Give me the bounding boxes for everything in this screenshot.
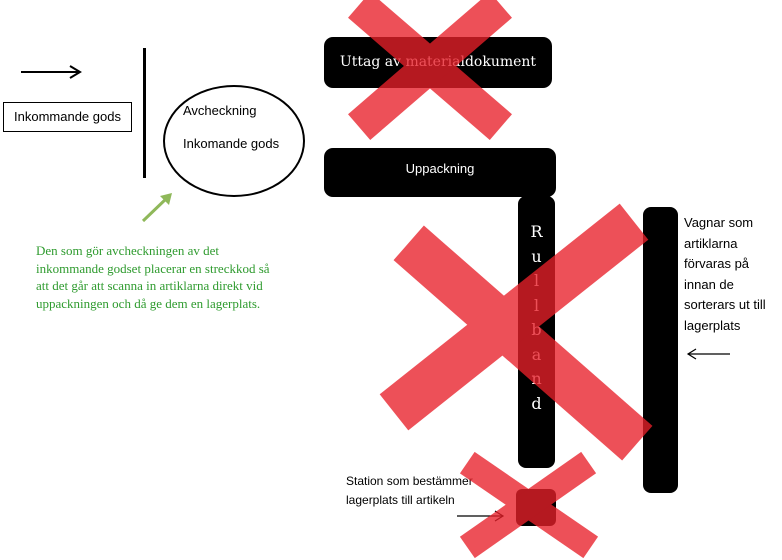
uppackning-label: Uppackning [405,161,475,176]
cross-mark-icon [379,203,653,461]
checking-label: Avcheckning [183,103,257,118]
conveyor-letter: R [530,222,543,241]
conveyor-letter: b [531,320,542,339]
incoming-goods-label: Inkomande gods [183,136,280,151]
station-description: Station som bestämmer lagerplats till ar… [346,474,473,507]
conveyor-letter: l [533,295,540,315]
conveyor-belt: R u l l b a n d [518,196,555,468]
conveyor-letter: a [531,344,542,364]
carts-description: Vagnar som artiklarna förvaras på innan … [684,215,766,333]
station-arrow-icon [457,510,505,522]
conveyor-letter: u [531,246,542,266]
barcode-note: Den som gör avcheckningen av det inkomma… [36,243,270,311]
inbound-goods-label: Inkommande gods [14,109,121,124]
conveyor-letter: l [533,271,540,290]
carts-bar [643,207,678,493]
uttag-block: Uttag av materialdokument [324,37,552,88]
note-arrow-icon [141,193,172,223]
conveyor-letter: n [531,369,542,388]
receiving-divider [143,48,146,178]
inbound-goods-box: Inkommande gods [3,102,132,132]
inbound-arrow-icon [21,65,82,79]
carts-arrow-icon [686,348,730,360]
conveyor-letter: d [531,393,542,413]
checking-circle [163,85,305,197]
uttag-label: Uttag av materialdokument [339,54,537,70]
uppackning-block: Uppackning [324,148,556,197]
station-block [516,489,556,526]
